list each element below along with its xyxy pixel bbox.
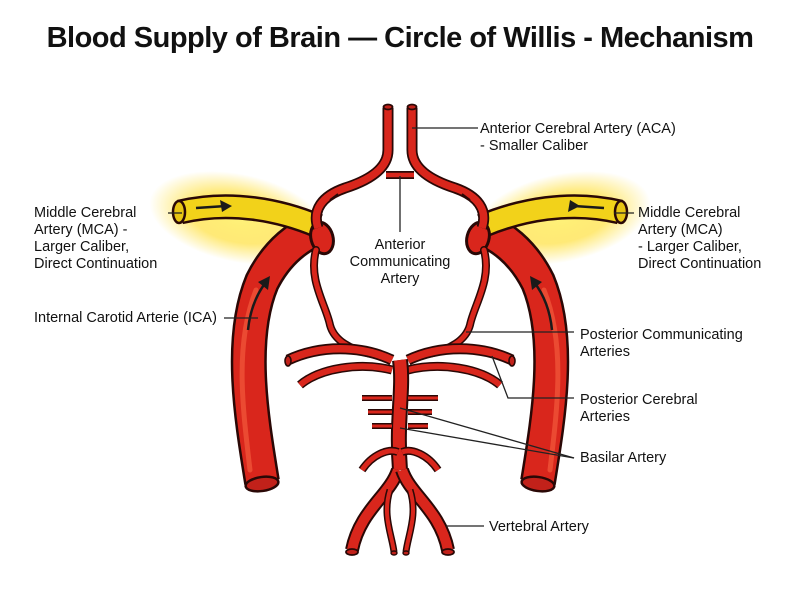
flow-arrows	[195, 200, 605, 331]
label-ica: Internal Carotid Arterie (ICA)	[34, 310, 217, 326]
posterior-cerebral-arteries	[284, 343, 516, 389]
label-aca: Anterior Cerebral Artery (ACA) - Smaller…	[480, 121, 676, 154]
leader-pca	[491, 355, 574, 399]
page-title: Blood Supply of Brain — Circle of Willis…	[46, 22, 754, 54]
leader-lines	[168, 127, 634, 527]
leader-basilar-2	[399, 427, 575, 459]
label-pca: Posterior Cerebral Arteries	[580, 392, 698, 425]
leader-basilar-1	[399, 407, 575, 459]
ica-left	[230, 211, 326, 493]
label-acom: Anterior Communicating Artery	[349, 237, 451, 287]
label-mca-left: Middle Cerebral Artery (MCA) - Larger Ca…	[34, 205, 158, 272]
label-mca-right: Middle Cerebral Artery (MCA) - Larger Ca…	[638, 205, 762, 272]
label-pcom: Posterior Communicating Arteries	[580, 327, 743, 360]
label-basilar: Basilar Artery	[580, 450, 667, 466]
label-vertebral: Vertebral Artery	[489, 519, 589, 535]
basilar-artery	[358, 358, 442, 473]
anterior-cerebral-arteries	[310, 103, 490, 230]
vertebral-arteries	[345, 467, 455, 556]
